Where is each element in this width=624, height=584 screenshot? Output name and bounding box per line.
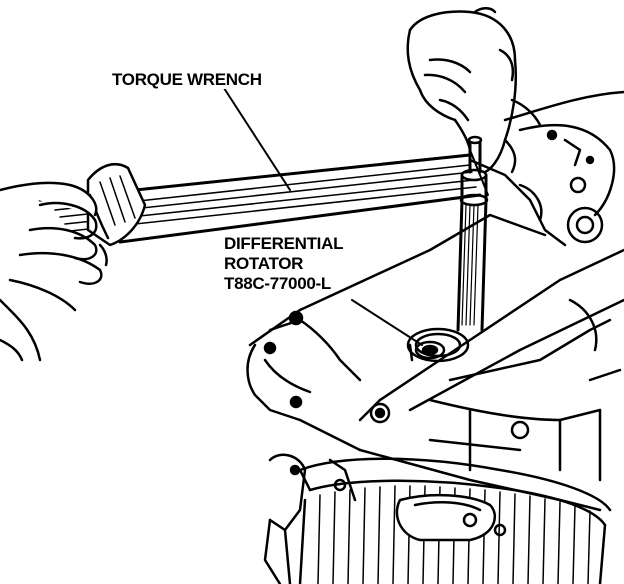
leader-lines (221, 84, 423, 346)
torque-wrench-label: TORQUE WRENCH (110, 70, 264, 89)
rotator-shaft (456, 135, 489, 332)
right-hand (406, 7, 542, 174)
left-hand (0, 181, 108, 362)
torque-wrench-leader (221, 84, 291, 191)
rotator-bore (406, 327, 470, 363)
rotator-label-line2: ROTATOR (222, 254, 306, 273)
rotator-leader (351, 299, 423, 346)
ring-gear (298, 457, 612, 584)
transmission-case (246, 90, 624, 512)
rotator-label-line3: T88C-77000-L (222, 274, 333, 293)
case-bracket (263, 453, 357, 584)
rotator-label-line1: DIFFERENTIAL (222, 234, 346, 253)
